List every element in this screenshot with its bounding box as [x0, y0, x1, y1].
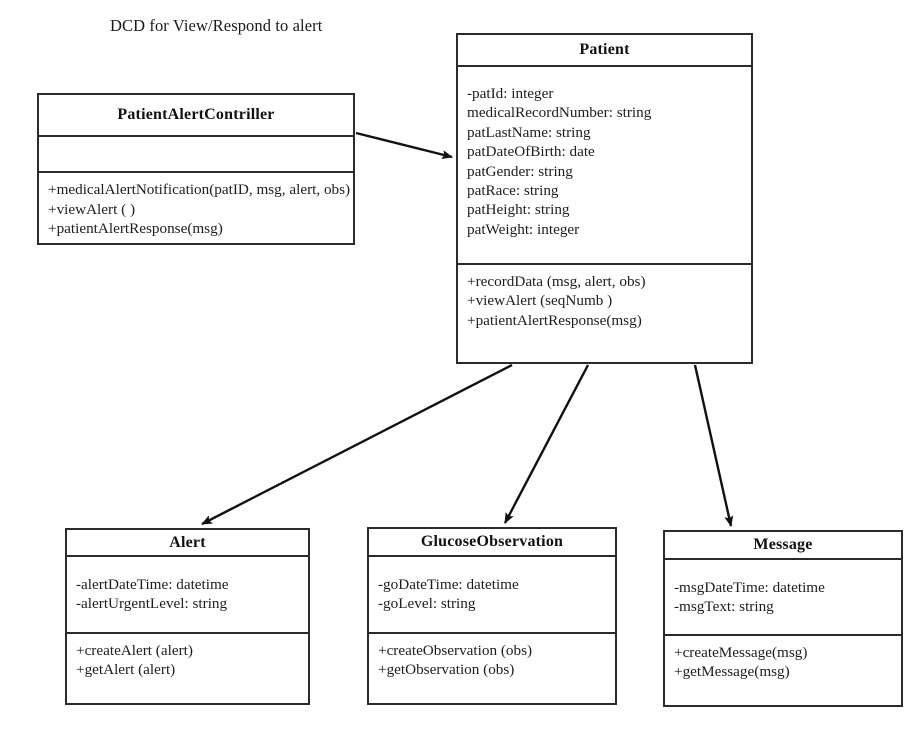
- operation-row: +getMessage(msg): [674, 663, 790, 681]
- attribute-row: patGender: string: [467, 162, 573, 180]
- uml-class-patientalertcontroller[interactable]: PatientAlertContriller +medicalAlertNoti…: [37, 93, 355, 245]
- attribute-row: -msgText: string: [674, 598, 774, 616]
- attribute-row: patRace: string: [467, 182, 559, 200]
- attribute-row: -goLevel: string: [378, 595, 476, 613]
- operation-row: +patientAlertResponse(msg): [48, 220, 223, 238]
- operation-row: +getAlert (alert): [76, 661, 176, 679]
- uml-class-message[interactable]: Message -msgDateTime: datetime -msgText:…: [663, 530, 903, 707]
- attribute-row: -msgDateTime: datetime: [674, 579, 825, 596]
- attribute-row: -alertUrgentLevel: string: [76, 595, 228, 613]
- operation-row: +recordData (msg, alert, obs): [467, 273, 646, 290]
- attribute-row: patHeight: string: [467, 201, 570, 219]
- association-patient-alert: [201, 363, 513, 526]
- class-name-message: Message: [665, 532, 901, 560]
- operation-row: +createMessage(msg): [674, 644, 808, 661]
- attribute-row: patDateOfBirth: date: [467, 143, 595, 161]
- attribute-row: medicalRecordNumber: string: [467, 104, 652, 122]
- operation-row: +viewAlert ( ): [48, 200, 136, 218]
- class-name-patient: Patient: [458, 35, 751, 67]
- page-title: DCD for View/Respond to alert: [110, 16, 323, 35]
- operation-row: +createAlert (alert): [76, 642, 193, 659]
- class-attributes-glucoseobservation: -goDateTime: datetime -goLevel: string: [369, 557, 615, 634]
- operation-row: +getObservation (obs): [378, 661, 515, 679]
- uml-class-patient[interactable]: Patient -patId: integer medicalRecordNum…: [456, 33, 753, 364]
- class-attributes-patientalertcontroller: [39, 137, 353, 174]
- class-attributes-alert: -alertDateTime: datetime -alertUrgentLev…: [67, 557, 308, 634]
- association-patient-message: [693, 364, 734, 527]
- uml-class-alert[interactable]: Alert -alertDateTime: datetime -alertUrg…: [65, 528, 310, 705]
- class-name-alert: Alert: [67, 530, 308, 557]
- association-patient-glucoseobservation: [503, 364, 590, 524]
- class-name-glucoseobservation: GlucoseObservation: [369, 529, 615, 557]
- class-operations-patient: +recordData (msg, alert, obs) +viewAlert…: [458, 265, 751, 362]
- operation-row: +patientAlertResponse(msg): [467, 311, 642, 329]
- operation-row: +viewAlert (seqNumb ): [467, 292, 613, 310]
- operation-row: +medicalAlertNotification(patID, msg, al…: [48, 181, 351, 199]
- class-attributes-message: -msgDateTime: datetime -msgText: string: [665, 560, 901, 636]
- uml-class-glucoseobservation[interactable]: GlucoseObservation -goDateTime: datetime…: [367, 527, 617, 705]
- attribute-row: patWeight: integer: [467, 220, 580, 238]
- association-patientalertcontroller-patient: [355, 131, 453, 159]
- operation-row: +createObservation (obs): [378, 642, 533, 659]
- attribute-row: -alertDateTime: datetime: [76, 576, 229, 593]
- class-operations-glucoseobservation: +createObservation (obs) +getObservation…: [369, 634, 615, 703]
- class-operations-message: +createMessage(msg) +getMessage(msg): [665, 636, 901, 705]
- attribute-row: -goDateTime: datetime: [378, 576, 519, 593]
- attribute-row: -patId: integer: [467, 85, 554, 102]
- class-operations-alert: +createAlert (alert) +getAlert (alert): [67, 634, 308, 703]
- class-operations-patientalertcontroller: +medicalAlertNotification(patID, msg, al…: [39, 173, 353, 243]
- attribute-row: patLastName: string: [467, 123, 591, 141]
- class-name-patientalertcontroller: PatientAlertContriller: [39, 95, 353, 137]
- class-attributes-patient: -patId: integer medicalRecordNumber: str…: [458, 67, 751, 265]
